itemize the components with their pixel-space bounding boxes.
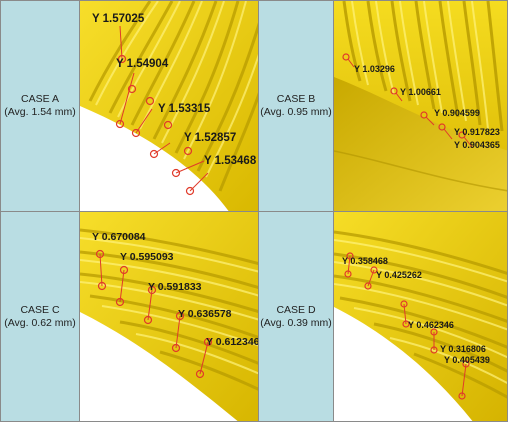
case-d-measure-1: Y 0.358468 [342,256,388,266]
case-c-measure-3: Y 0.591833 [148,281,202,293]
case-b-measure-2: Y 1.00661 [400,87,441,97]
case-a-measure-4: Y 1.52857 [184,132,236,144]
case-c-subtitle: (Avg. 0.62 mm) [4,316,76,329]
case-d-title: CASE D [276,303,316,316]
case-a-image: Y 1.57025 Y 1.54904 Y 1.53315 Y 1.52857 … [79,0,259,212]
case-c-image: Y 0.670084 Y 0.595093 Y 0.591833 Y 0.636… [79,211,259,422]
case-a-measure-5: Y 1.53468 [204,155,257,167]
case-d-measure-2: Y 0.425262 [376,270,422,280]
case-a-measure-2: Y 1.54904 [116,58,169,70]
case-a-measure-3: Y 1.53315 [158,103,211,115]
case-c-measure-2: Y 0.595093 [120,251,174,263]
case-c-measure-5: Y 0.612346 [206,336,259,348]
case-b-measure-3: Y 0.904599 [434,108,480,118]
case-c-measure-1: Y 0.670084 [92,231,146,243]
case-a-subtitle: (Avg. 1.54 mm) [4,106,76,118]
case-b-subtitle: (Avg. 0.95 mm) [260,106,332,118]
case-d-subtitle: (Avg. 0.39 mm) [260,316,332,329]
case-b-measure-4: Y 0.917823 [454,127,500,137]
case-b-measure-5: Y 0.904365 [454,140,500,150]
case-b-image: Y 1.03296 Y 1.00661 Y 0.904599 Y 0.91782… [333,0,508,212]
case-d-measure-4: Y 0.316806 [440,344,486,354]
case-d-measure-3: Y 0.462346 [408,320,454,330]
case-d-measure-5: Y 0.405439 [444,355,490,365]
case-b-title: CASE B [276,93,316,105]
case-c-measure-4: Y 0.636578 [178,308,232,320]
case-c-title: CASE C [20,303,60,316]
case-d-image: Y 0.358468 Y 0.425262 Y 0.462346 Y 0.316… [333,211,508,422]
case-a-label: CASE A (Avg. 1.54 mm) [0,0,80,212]
case-c-label: CASE C (Avg. 0.62 mm) [0,211,80,422]
case-d-label: CASE D (Avg. 0.39 mm) [258,211,334,422]
case-a-title: CASE A [21,93,59,105]
case-b-measure-1: Y 1.03296 [354,64,395,74]
case-b-label: CASE B (Avg. 0.95 mm) [258,0,334,212]
case-a-measure-1: Y 1.57025 [92,13,145,25]
